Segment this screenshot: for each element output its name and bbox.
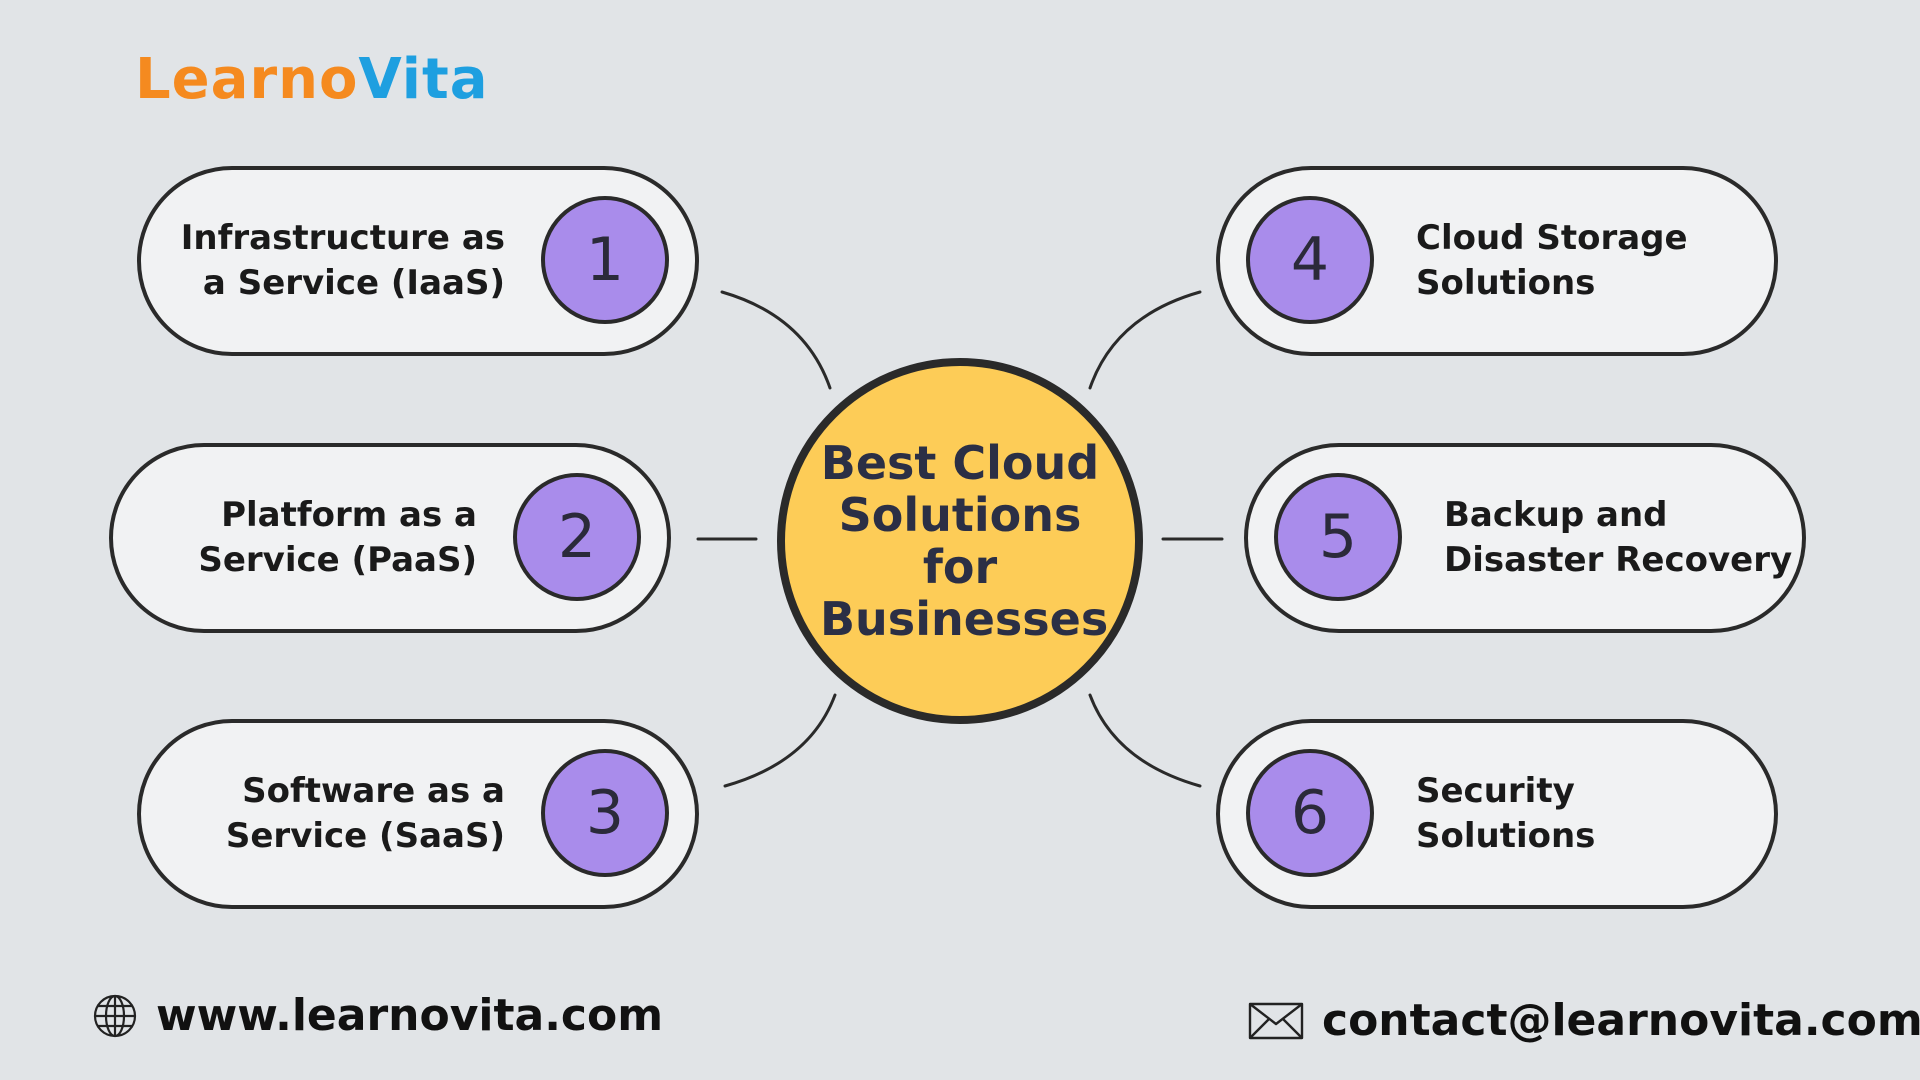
item-6-label: Security Solutions (1416, 769, 1595, 859)
item-5-label-line2: Disaster Recovery (1444, 540, 1793, 580)
footer-website[interactable]: www.learnovita.com (92, 990, 663, 1041)
center-hub: Best Cloud Solutions for Businesses (777, 358, 1143, 724)
item-2-label: Platform as a Service (PaaS) (198, 493, 477, 583)
item-4-card: 4 Cloud Storage Solutions (1216, 166, 1778, 356)
email-link[interactable]: contact@learnovita.com (1322, 995, 1920, 1046)
item-2-label-line2: Service (PaaS) (198, 540, 477, 580)
item-4-label-line2: Solutions (1416, 263, 1596, 303)
item-5-number-badge: 5 (1274, 473, 1402, 601)
item-5-label-line1: Backup and (1444, 495, 1668, 535)
connector-6 (1088, 693, 1202, 788)
item-5-card: 5 Backup and Disaster Recovery (1244, 443, 1806, 633)
item-4-number-badge: 4 (1246, 196, 1374, 324)
item-6-label-line1: Security (1416, 771, 1575, 811)
item-2-card: Platform as a Service (PaaS) 2 (109, 443, 671, 633)
brand-logo-part1: Learno (135, 47, 359, 112)
item-4-label-line1: Cloud Storage (1416, 218, 1688, 258)
connector-3 (723, 693, 837, 788)
item-6-label-line2: Solutions (1416, 816, 1596, 856)
item-1-card: Infrastructure as a Service (IaaS) 1 (137, 166, 699, 356)
item-2-number-badge: 2 (513, 473, 641, 601)
item-3-label: Software as a Service (SaaS) (226, 769, 505, 859)
item-6-number-badge: 6 (1246, 749, 1374, 877)
item-1-label: Infrastructure as a Service (IaaS) (181, 216, 505, 306)
item-3-label-line2: Service (SaaS) (225, 816, 505, 856)
brand-logo: LearnoVita (135, 52, 489, 108)
item-3-number-badge: 3 (541, 749, 669, 877)
footer-email[interactable]: contact@learnovita.com (1248, 995, 1920, 1046)
item-3-label-line1: Software as a (242, 771, 505, 811)
connector-1 (720, 290, 832, 390)
item-5-label: Backup and Disaster Recovery (1444, 493, 1792, 583)
envelope-icon (1248, 1002, 1304, 1039)
center-title: Best Cloud Solutions for Businesses (820, 436, 1109, 646)
connector-4 (1088, 290, 1202, 390)
item-3-card: Software as a Service (SaaS) 3 (137, 719, 699, 909)
item-1-label-line1: Infrastructure as (180, 218, 505, 258)
item-1-number-badge: 1 (541, 196, 669, 324)
brand-logo-part2: Vita (358, 47, 489, 112)
item-6-card: 6 Security Solutions (1216, 719, 1778, 909)
item-4-label: Cloud Storage Solutions (1416, 216, 1688, 306)
item-2-label-line1: Platform as a (221, 495, 477, 535)
item-1-label-line2: a Service (IaaS) (202, 263, 505, 303)
website-link[interactable]: www.learnovita.com (156, 990, 664, 1041)
globe-icon (93, 994, 137, 1037)
